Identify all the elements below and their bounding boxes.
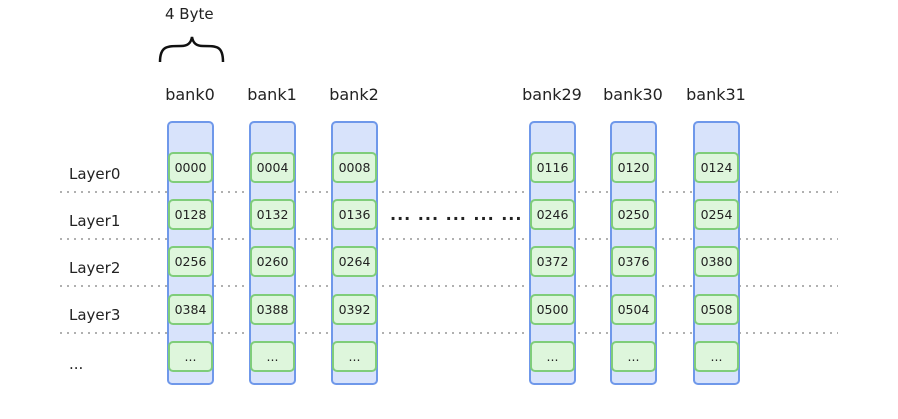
bank-label: bank1 (247, 85, 297, 104)
bank-cell: 0384 (168, 294, 213, 325)
bank-cell: 0500 (530, 294, 575, 325)
byte-width-brace (158, 36, 225, 63)
bank-label: bank2 (329, 85, 379, 104)
bank-column: 0124 0254 0380 0508... (693, 121, 740, 385)
bank-cell: 0260 (250, 246, 295, 277)
bank-cell: ... (332, 341, 377, 372)
bank-cell: 0264 (332, 246, 377, 277)
bank-cell: 0254 (694, 199, 739, 230)
bank-cell: 0376 (611, 246, 656, 277)
bank-cell: ... (694, 341, 739, 372)
bank-label: bank31 (686, 85, 746, 104)
bank-cell: ... (250, 341, 295, 372)
bank-column: 0008 0136 0264 0392... (331, 121, 378, 385)
bank-label: bank30 (603, 85, 663, 104)
bank-cell: 0504 (611, 294, 656, 325)
omitted-banks-ellipsis: ··· ··· ··· ··· ··· (390, 209, 523, 228)
bank-cell: ... (530, 341, 575, 372)
bank-cell: 0372 (530, 246, 575, 277)
bank-column: 0120 0250 0376 0504... (610, 121, 657, 385)
bank-cell: 0388 (250, 294, 295, 325)
bank-cell: 0128 (168, 199, 213, 230)
layer-label: Layer0 (69, 165, 121, 183)
bank-label: bank29 (522, 85, 582, 104)
bank-cell: 0132 (250, 199, 295, 230)
bank-column: 0004 0132 0260 0388... (249, 121, 296, 385)
bank-cell: 0250 (611, 199, 656, 230)
bank-cell: 0392 (332, 294, 377, 325)
bank-column: 0000 0128 0256 0384... (167, 121, 214, 385)
bank-label: bank0 (165, 85, 215, 104)
layer-label: Layer2 (69, 259, 121, 277)
byte-width-label: 4 Byte (165, 5, 214, 23)
bank-cell: 0136 (332, 199, 377, 230)
bank-cell: 0116 (530, 152, 575, 183)
bank-cell: 0004 (250, 152, 295, 183)
bank-column: 0116 0246 0372 0500... (529, 121, 576, 385)
bank-cell: 0246 (530, 199, 575, 230)
bank-cell: 0124 (694, 152, 739, 183)
bank-cell: ... (611, 341, 656, 372)
bank-cell: 0120 (611, 152, 656, 183)
layer-label: Layer1 (69, 212, 121, 230)
bank-cell: 0256 (168, 246, 213, 277)
bank-cell: 0508 (694, 294, 739, 325)
bank-cell: 0000 (168, 152, 213, 183)
bank-cell: 0008 (332, 152, 377, 183)
bank-cell: 0380 (694, 246, 739, 277)
layer-label: ... (69, 355, 84, 373)
bank-cell: ... (168, 341, 213, 372)
layer-label: Layer3 (69, 306, 121, 324)
